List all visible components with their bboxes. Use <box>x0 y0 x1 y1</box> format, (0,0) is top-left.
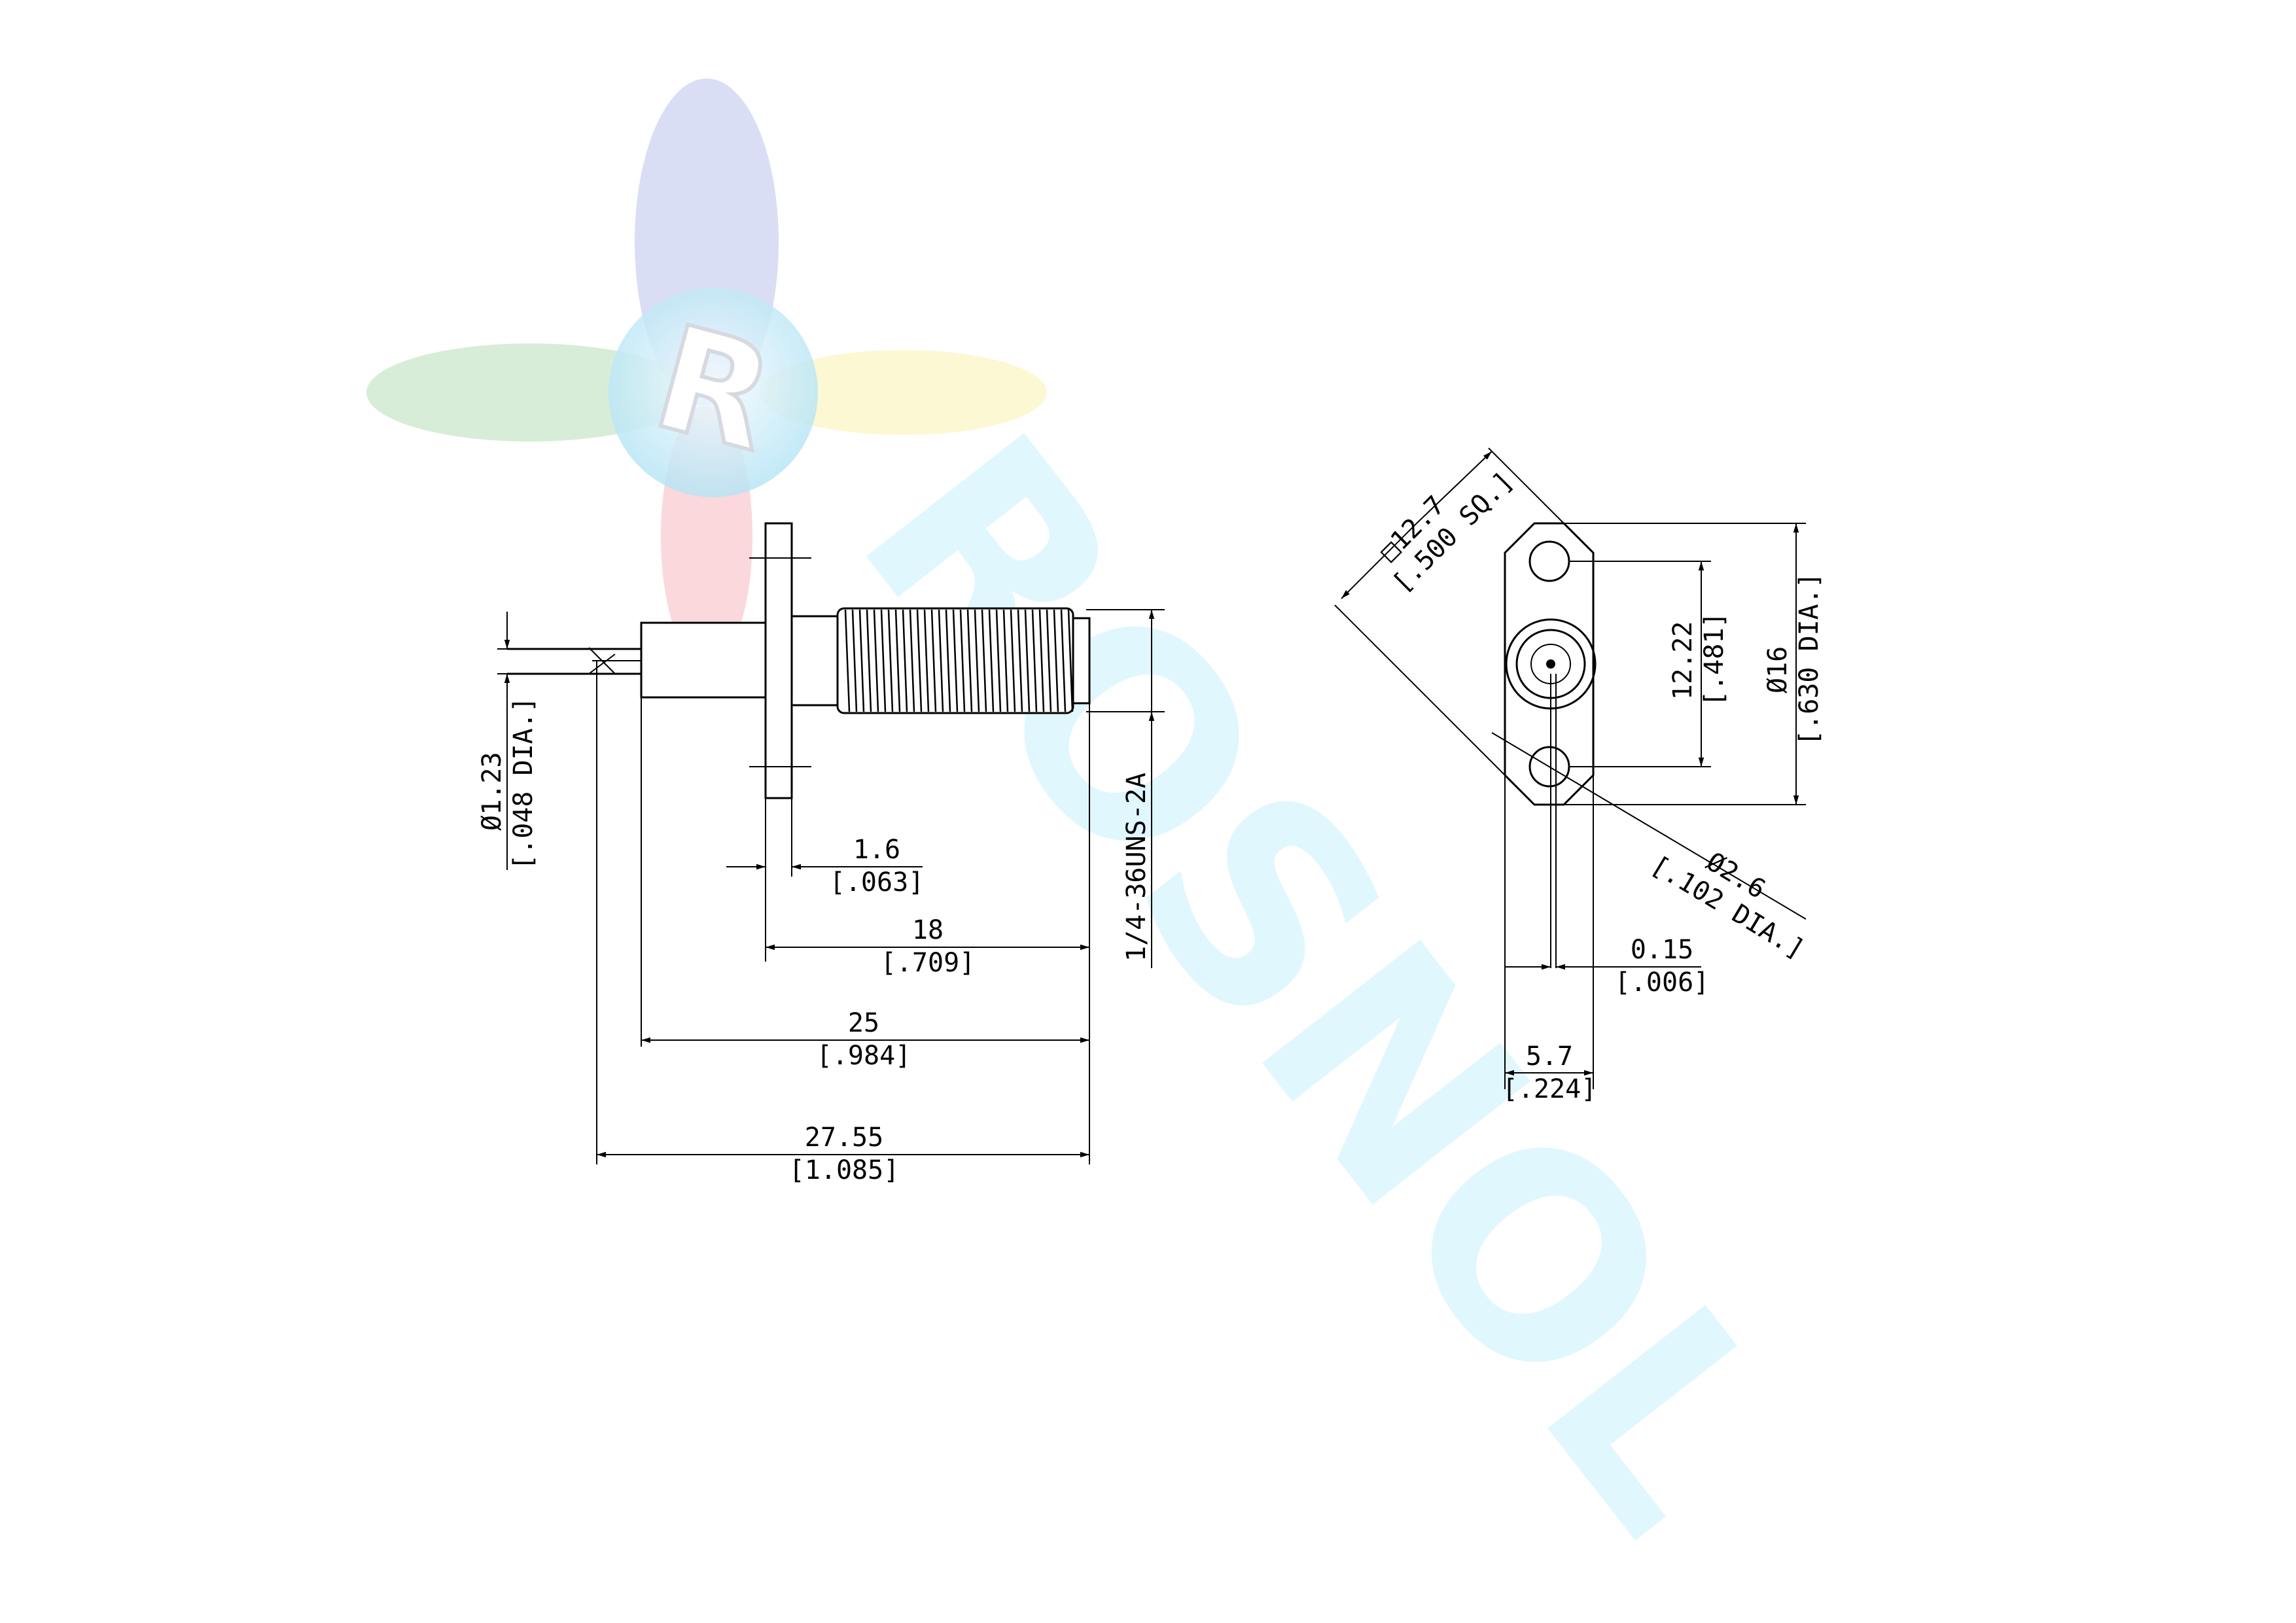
thread-line <box>988 609 995 712</box>
thread-line <box>1010 609 1016 712</box>
pin-offset-imperial: [.006] <box>1615 968 1710 998</box>
thread-line <box>880 609 887 712</box>
body-length-imperial: [.984] <box>817 1041 911 1071</box>
thread-line <box>894 609 901 712</box>
thread-line <box>851 609 858 712</box>
dim-value: 12.22 <box>1668 621 1698 700</box>
thread-line <box>866 609 872 712</box>
thread-line <box>909 609 915 712</box>
thread-line <box>1053 609 1059 712</box>
thread-line <box>930 609 937 712</box>
thread-line <box>844 609 851 712</box>
flange-to-end-value: 18 <box>912 915 944 945</box>
nose <box>1072 617 1091 705</box>
thread-line <box>923 609 930 712</box>
thread-line <box>1002 609 1009 712</box>
hole-spacing-label: 12.22 [.481] <box>1668 612 1729 707</box>
thread-line <box>959 609 966 712</box>
pin-diameter-label: Ø1.23 [.048 DIA.] <box>477 697 539 870</box>
dim-imperial: [.481] <box>1699 612 1729 707</box>
dim-imperial: [.630 DIA.] <box>1794 572 1824 746</box>
flange-thickness-value: 1.6 <box>853 835 900 865</box>
dim-line <box>1416 451 1492 524</box>
pin-tip-mark <box>588 654 616 674</box>
rear-body <box>640 621 767 699</box>
thread-line <box>945 609 951 712</box>
dim-value: Ø16 <box>1763 646 1793 693</box>
leader-line <box>1491 732 1807 920</box>
dim-line <box>1341 523 1417 599</box>
flange-to-end-imperial: [.709] <box>881 948 976 978</box>
ext-line <box>1334 604 1506 776</box>
thread-spec-label: 1/4-36UNS-2A <box>1122 773 1152 962</box>
overall-length-value: 27.55 <box>805 1123 883 1153</box>
ext-line <box>1488 447 1564 524</box>
thread-line <box>858 609 865 712</box>
body-length-value: 25 <box>848 1008 879 1038</box>
thread-line <box>1031 609 1038 712</box>
thread-line <box>1038 609 1045 712</box>
thread-line <box>887 609 894 712</box>
thread-lines <box>844 609 1074 712</box>
pin-tip-mark <box>588 647 616 674</box>
thread-line <box>952 609 959 712</box>
thread-line <box>873 609 879 712</box>
flange-width-imperial: [.224] <box>1502 1074 1597 1104</box>
dim-imperial: [.048 DIA.] <box>508 697 539 870</box>
flange-width-value: 5.7 <box>1526 1041 1573 1072</box>
flange <box>764 522 793 799</box>
logo-ball <box>609 288 818 497</box>
watermark-logo: R <box>366 79 1047 667</box>
thread-line <box>938 609 944 712</box>
logo-yellow-petal <box>759 350 1047 435</box>
thread-line <box>995 609 1002 712</box>
overall-length-imperial: [1.085] <box>789 1155 900 1185</box>
thread-line <box>1060 609 1067 712</box>
thread-line <box>981 609 987 712</box>
thread-line <box>966 609 973 712</box>
coax-center-pin <box>1546 659 1555 669</box>
thread-line <box>974 609 980 712</box>
thread-line <box>916 609 923 712</box>
thread-line <box>1017 609 1023 712</box>
flange-thickness-imperial: [.063] <box>830 867 925 898</box>
square-size-label: □12.7 [.500 SQ.] <box>1374 466 1520 599</box>
thread-line <box>1067 609 1074 712</box>
thread-line <box>1046 609 1052 712</box>
neck <box>790 615 839 707</box>
flange-diameter-label: Ø16 [.630 DIA.] <box>1763 572 1824 746</box>
thread-line <box>902 609 908 712</box>
pin-offset-value: 0.15 <box>1631 935 1693 965</box>
side-view: Ø1.23 [.048 DIA.] 1/4-36UNS-2A 1.6 [.063… <box>477 522 1165 1185</box>
thread-line <box>1024 609 1031 712</box>
dim-value: Ø1.23 <box>477 752 507 831</box>
